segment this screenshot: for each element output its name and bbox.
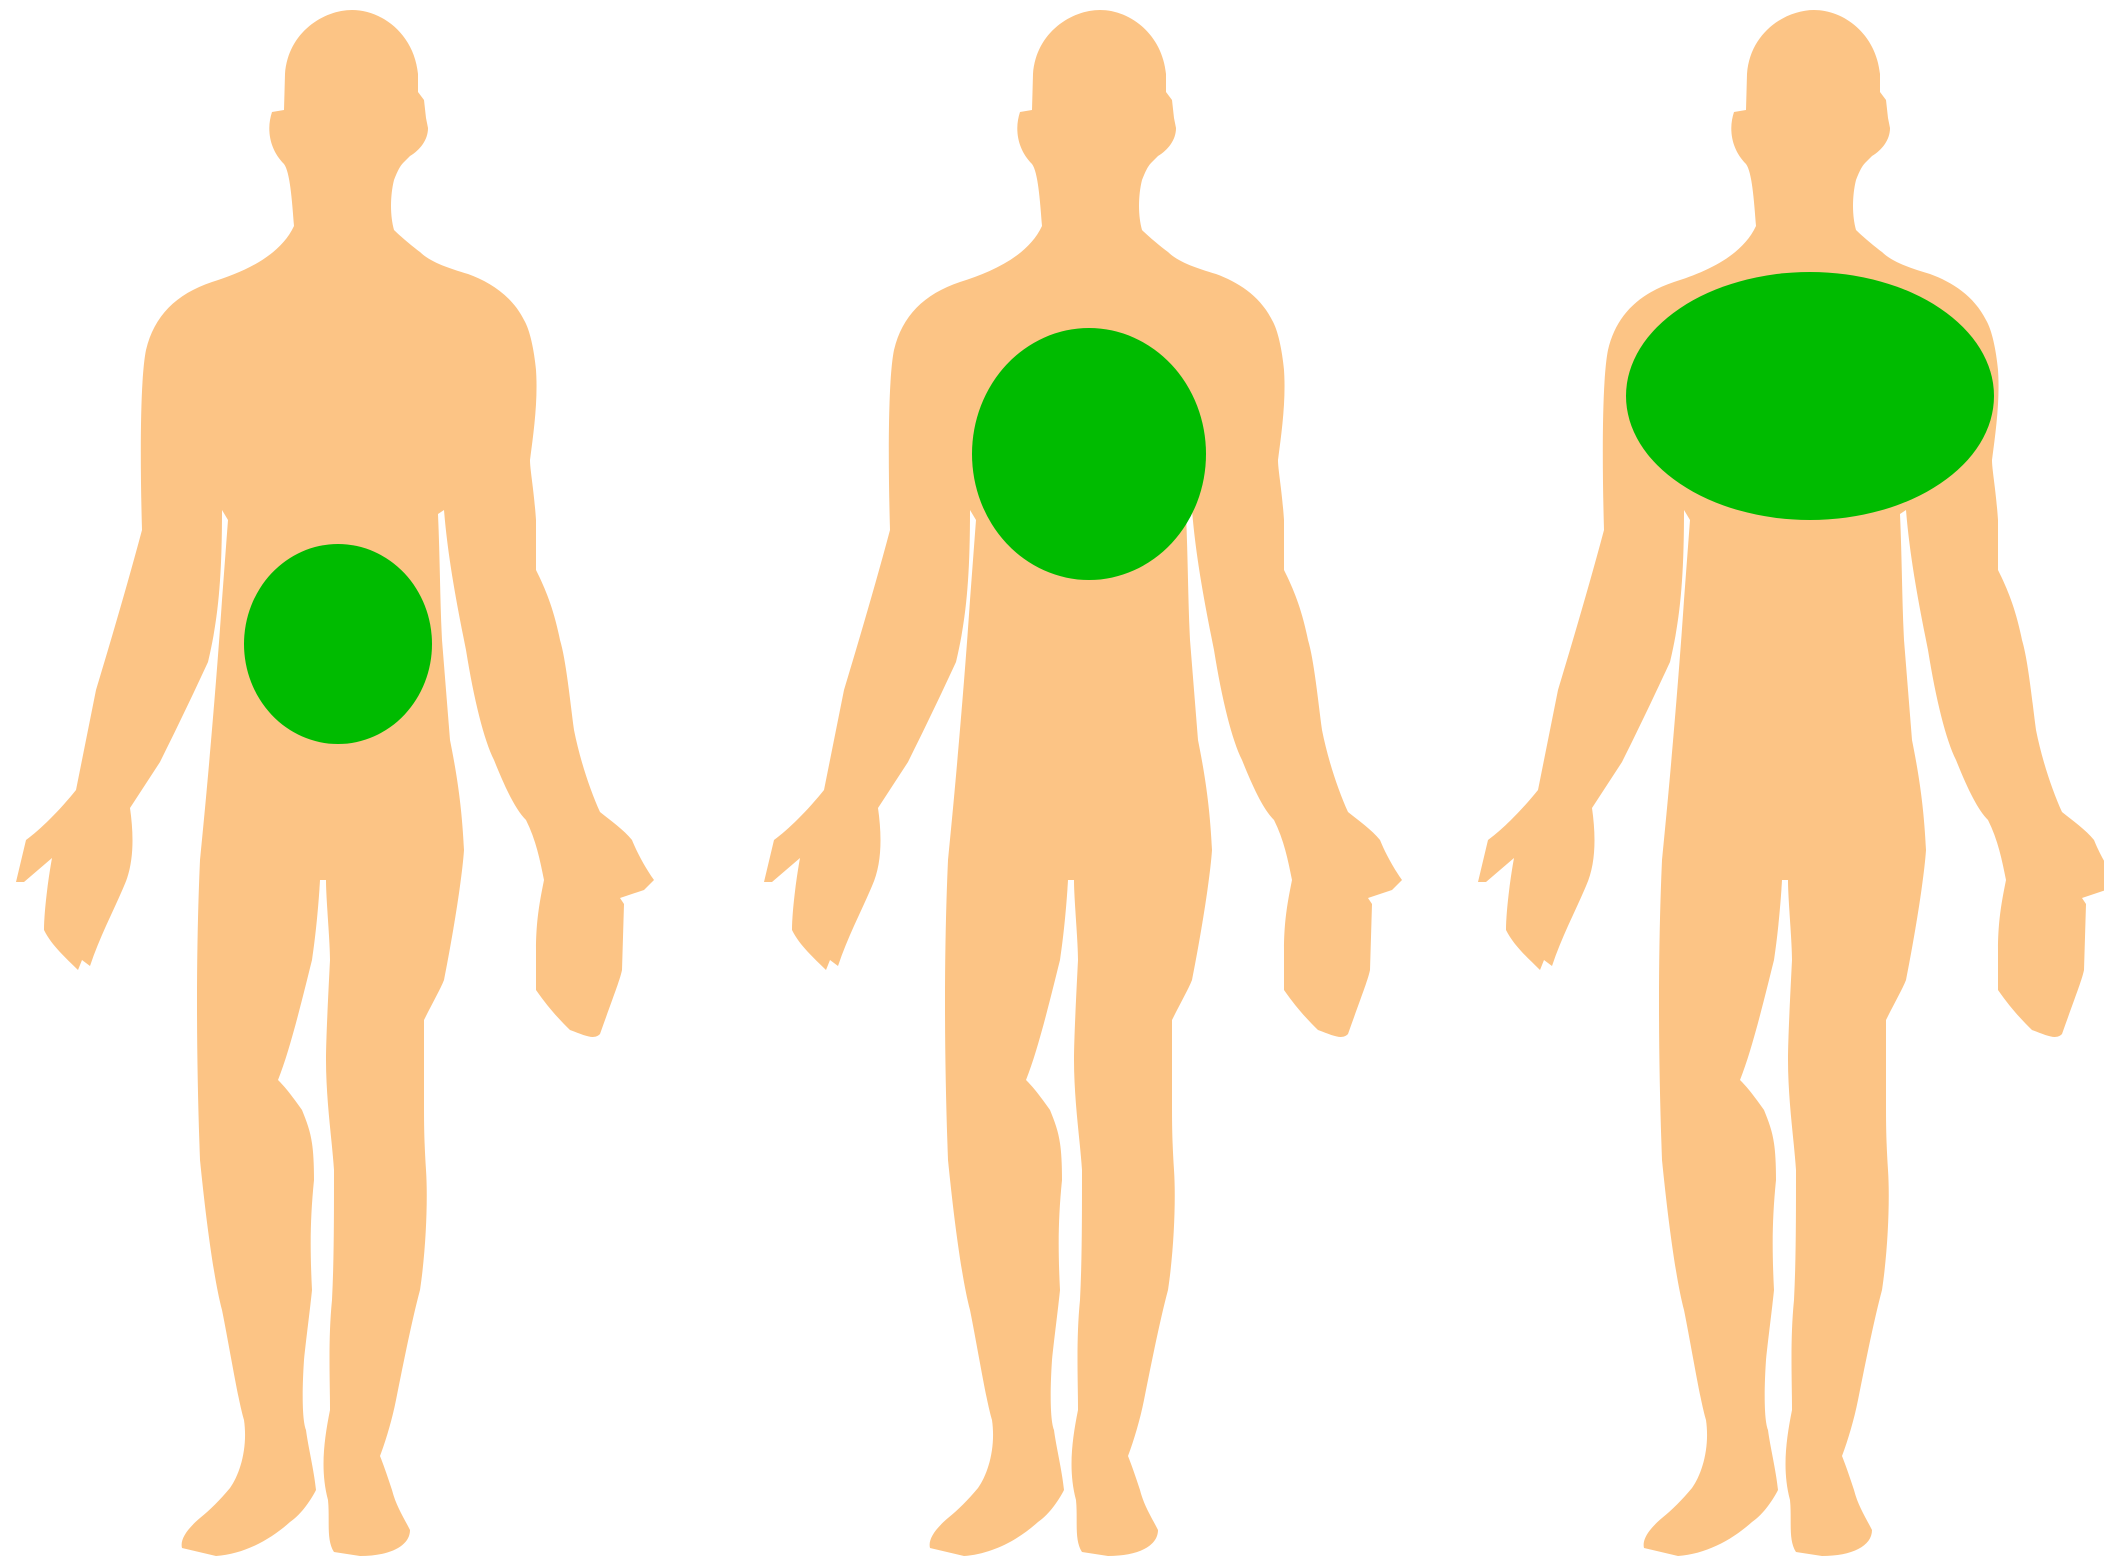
human-silhouette	[764, 10, 1402, 1556]
figure-abdomen	[16, 10, 654, 1556]
upper-torso-highlight	[1626, 272, 1994, 520]
human-silhouette	[16, 10, 654, 1556]
abdomen-highlight	[244, 544, 432, 744]
chest-highlight	[972, 328, 1206, 580]
figure-upper-torso	[1478, 10, 2104, 1556]
figure-chest	[764, 10, 1402, 1556]
human-silhouette	[1478, 10, 2104, 1556]
